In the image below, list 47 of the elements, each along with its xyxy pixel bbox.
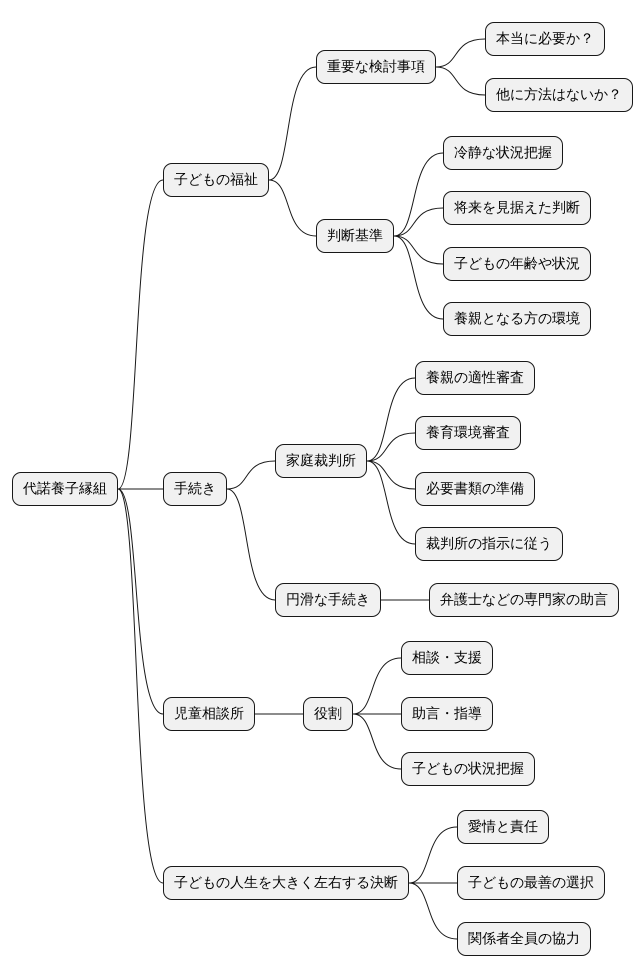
connector-line: [118, 488, 164, 714]
connector-line: [352, 714, 402, 770]
connector-line: [366, 378, 416, 462]
topic-box: 手続き: [163, 472, 227, 506]
topic-box: 子どもの福祉: [163, 163, 269, 197]
topic-box: 助言・指導: [401, 697, 493, 731]
topic-box: 他に方法はないか？: [485, 78, 633, 112]
topic-box: 関係者全員の協力: [457, 922, 591, 956]
topic-box: 代諾養子縁組: [12, 472, 118, 506]
topic-box: 養親となる方の環境: [443, 302, 591, 336]
topic-box: 子どもの最善の選択: [457, 866, 605, 900]
connector-line: [408, 882, 458, 884]
topic-box: 円滑な手続き: [275, 583, 381, 617]
topic-box: 養育環境審査: [415, 416, 521, 450]
topic-box: 家庭裁判所: [275, 444, 367, 478]
connector-line: [366, 460, 416, 490]
topic-box: 判断基準: [316, 219, 394, 253]
topic-box: 子どもの状況把握: [401, 752, 535, 786]
connector-line: [394, 152, 444, 236]
topic-box: 役割: [303, 697, 353, 731]
connector-line: [394, 236, 444, 264]
connector-line: [408, 882, 458, 940]
connector-line: [366, 460, 416, 544]
topic-box: 冷静な状況把握: [443, 136, 563, 170]
topic-box: 子どもの人生を大きく左右する決断: [163, 866, 409, 900]
connector-line: [118, 488, 164, 490]
connector-line: [352, 658, 402, 714]
connector-line: [226, 460, 276, 490]
connector-line: [408, 826, 458, 884]
topic-box: 児童相談所: [163, 697, 255, 731]
topic-box: 裁判所の指示に従う: [415, 527, 563, 561]
topic-box: 本当に必要か？: [485, 22, 605, 56]
topic-box: 愛情と責任: [457, 810, 549, 844]
topic-box: 重要な検討事項: [316, 50, 436, 84]
connector-line: [118, 488, 164, 884]
connector-line: [226, 488, 276, 600]
topic-box: 子どもの年齢や状況: [443, 247, 591, 281]
topic-box: 養親の適性審査: [415, 361, 535, 395]
connector-line: [436, 66, 486, 96]
connector-line: [268, 180, 316, 236]
topic-box: 将来を見据えた判断: [443, 191, 591, 225]
connector-line: [394, 236, 444, 320]
topic-box: 弁護士などの専門家の助言: [429, 583, 619, 617]
connector-line: [268, 66, 316, 180]
topic-box: 相談・支援: [401, 641, 493, 675]
connector-line: [118, 180, 164, 490]
topic-box: 必要書類の準備: [415, 472, 535, 506]
